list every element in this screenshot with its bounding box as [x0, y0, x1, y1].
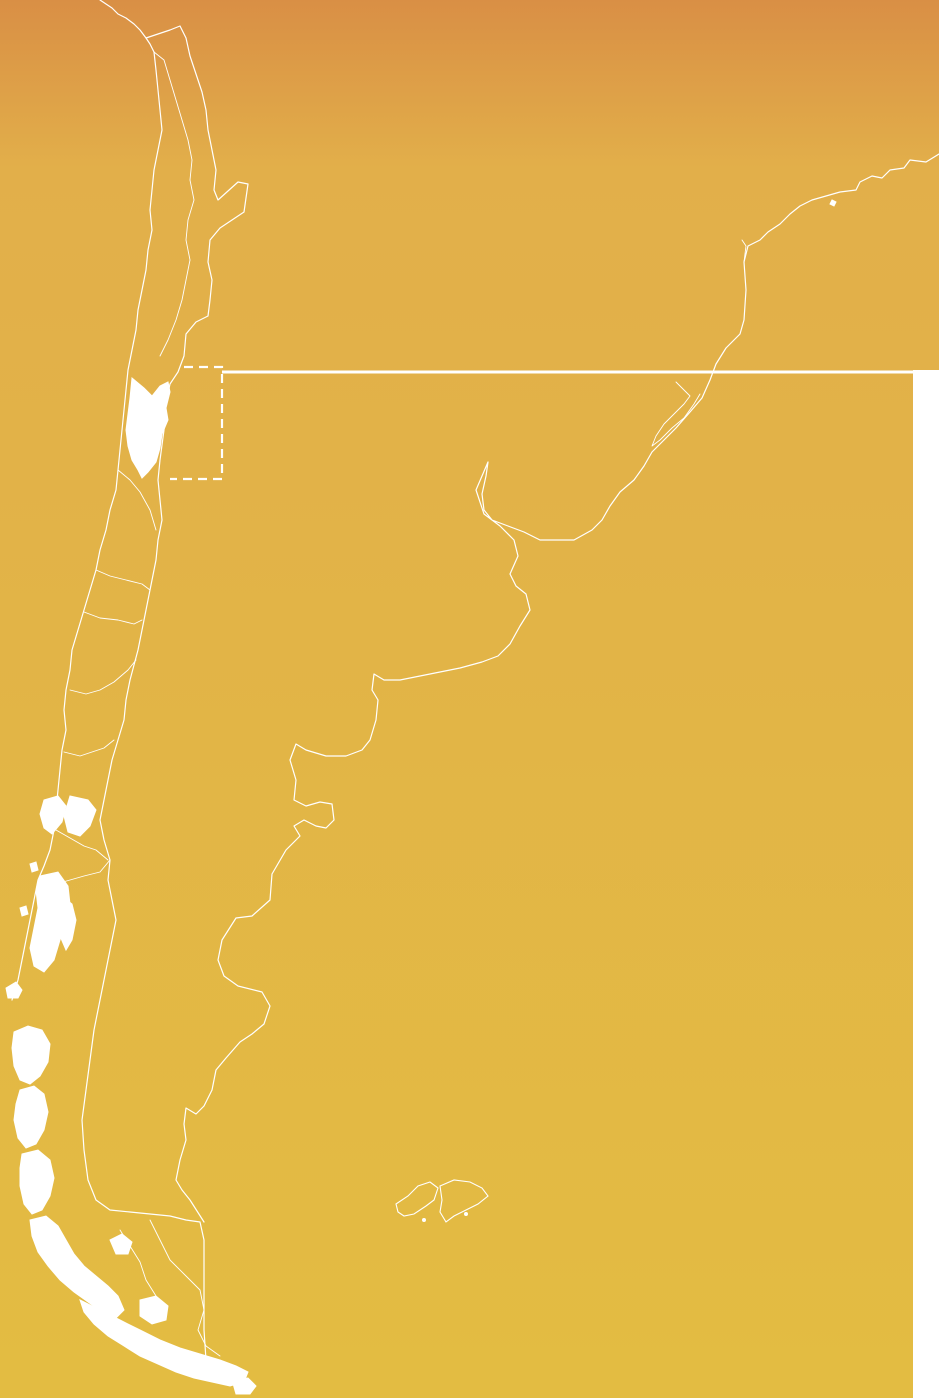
- chile-region-border-7: [55, 829, 109, 861]
- chile-region-border-2: [117, 469, 157, 531]
- northern-argentina-river: [741, 239, 747, 263]
- chile-region-border-3: [95, 569, 151, 591]
- coastal-islet: [829, 199, 837, 207]
- chile-region-border-4: [83, 611, 143, 625]
- chile-region-border-6: [63, 739, 115, 757]
- chile-region-border-1: [153, 51, 195, 357]
- chilean-archipelago-islands: [5, 795, 257, 1395]
- magellan-strait-outline: [119, 1229, 157, 1297]
- chile-region-border-5: [69, 659, 137, 695]
- uruguay-coast: [651, 381, 701, 447]
- central-chile-region: [125, 377, 171, 479]
- argentina-atlantic-coastline: [175, 153, 939, 1223]
- tierra-del-fuego-outline: [149, 1219, 221, 1357]
- dashed-rectangle: [170, 365, 224, 481]
- falkland-islands: [395, 1179, 489, 1223]
- chile-argentina-border: [81, 25, 249, 1361]
